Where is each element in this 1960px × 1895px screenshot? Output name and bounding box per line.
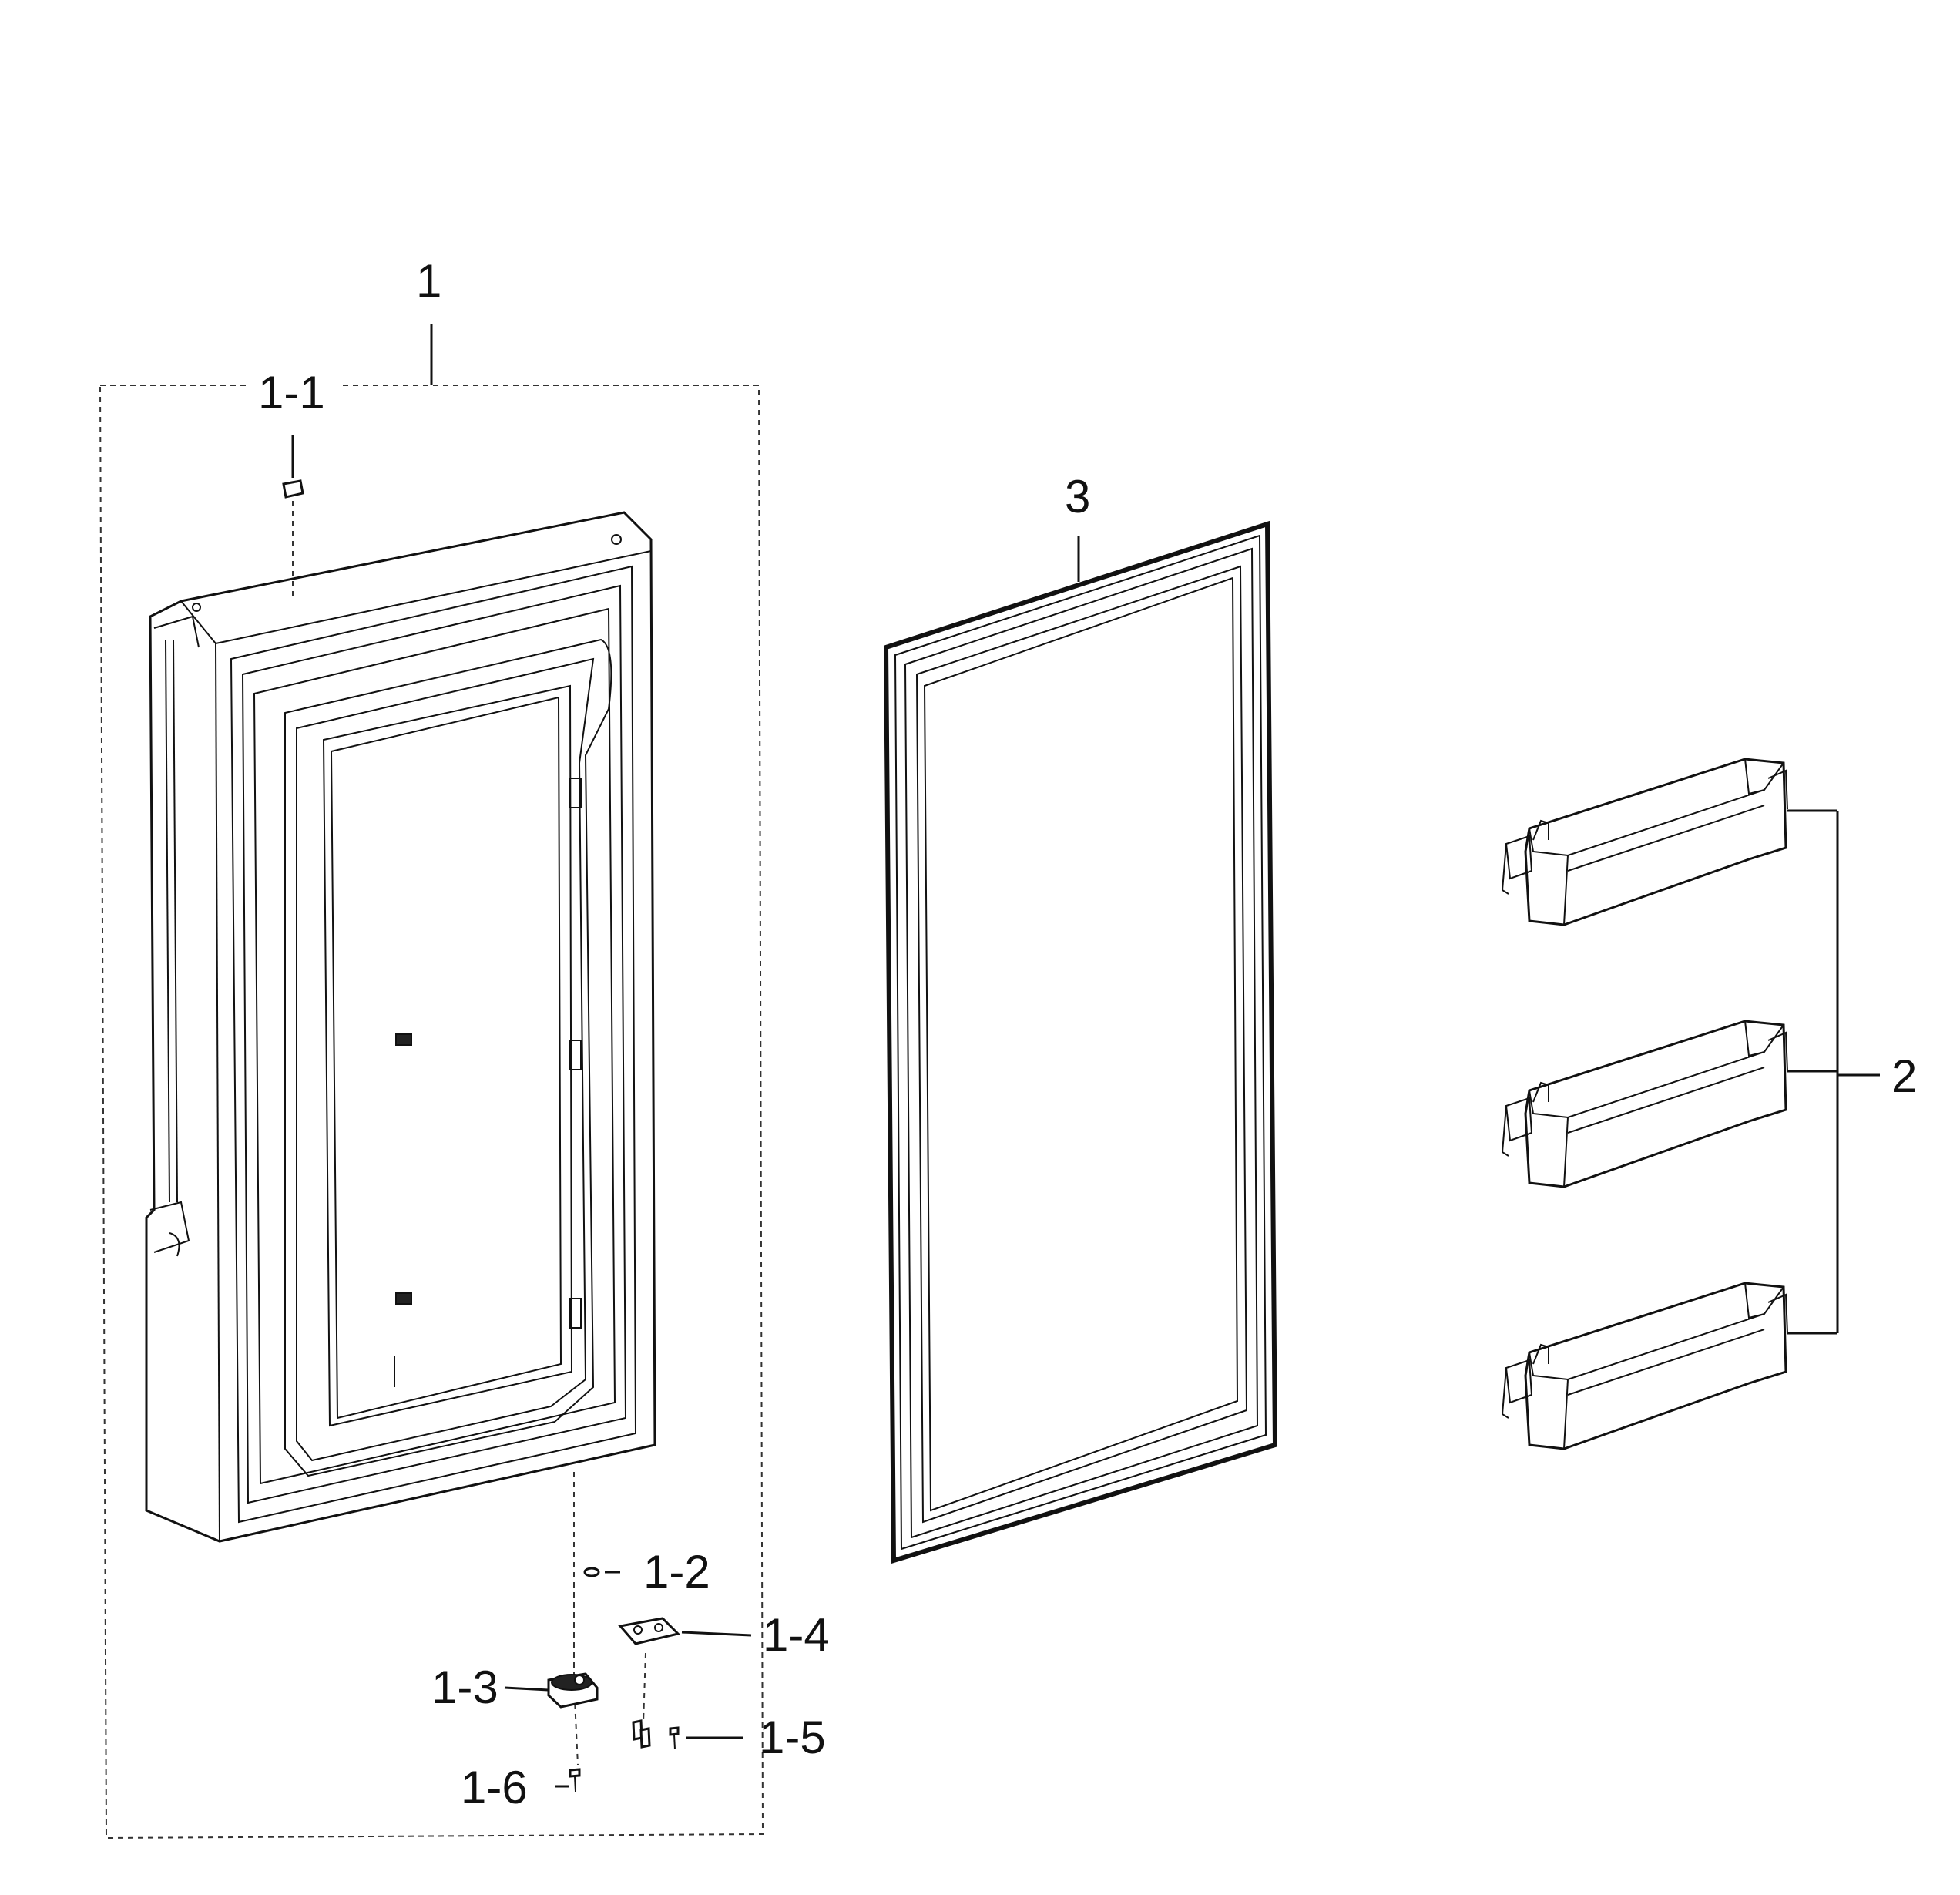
bracket-screws [632,1719,743,1750]
callout-1-4: 1-4 [763,1609,830,1661]
callout-1-1: 1-1 [258,367,325,418]
cam-screw [555,1768,581,1793]
door-bin-3 [1501,1282,1788,1450]
callout-1-5: 1-5 [759,1712,826,1763]
door-liner [145,511,656,1543]
hinge-pin-top [282,435,304,601]
door-bin-1 [1501,758,1788,926]
callout-1-3: 1-3 [431,1661,498,1713]
hinge-bracket [618,1617,752,1645]
callout-2: 2 [1891,1050,1917,1102]
bins-leader-bracket [1787,809,1880,1335]
callout-1-6: 1-6 [461,1762,528,1813]
door-bin-2 [1501,1020,1788,1188]
washer [583,1567,620,1577]
bracket-axis-line [643,1652,646,1723]
callout-1: 1 [416,255,441,307]
door-assembly-boundary [99,324,764,1840]
callout-3: 3 [1065,471,1090,522]
hinge-cam [504,1672,599,1709]
door-gasket [883,520,1278,1564]
callout-1-2: 1-2 [643,1546,710,1598]
